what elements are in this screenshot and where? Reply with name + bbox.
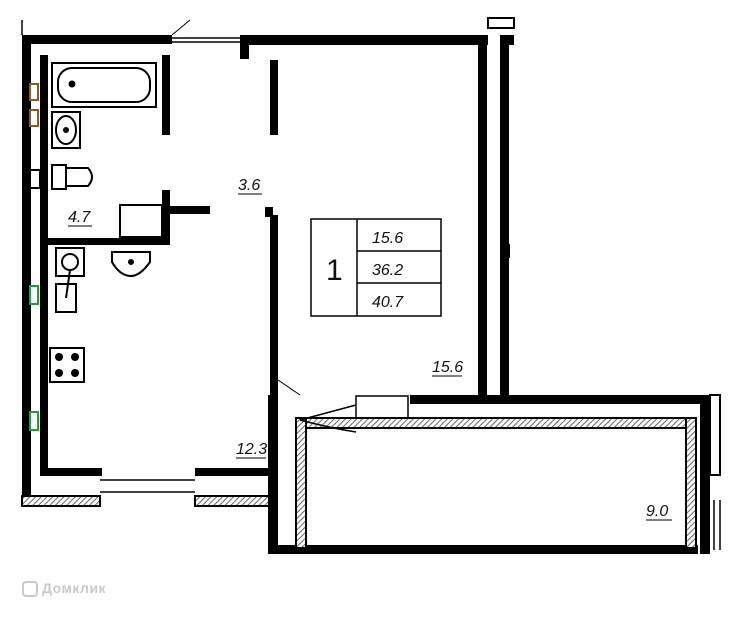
rooms-count: 1 — [326, 254, 343, 287]
total-with-balcony-value: 40.7 — [372, 294, 404, 311]
balcony-parapet — [295, 417, 697, 549]
room-label-bathroom: 4.7 — [68, 209, 91, 226]
door-swings — [171, 19, 301, 396]
hallway-sink — [111, 251, 151, 278]
bathroom-sink — [51, 111, 81, 149]
washing-machine — [119, 204, 163, 238]
watermark-text: Домклик — [42, 580, 107, 596]
room-label-balcony: 9.0 — [646, 503, 668, 520]
outlets — [29, 83, 510, 431]
stove — [49, 347, 85, 383]
room-label-living-room: 15.6 — [432, 359, 463, 376]
toilet — [51, 164, 93, 190]
area-summary-table — [310, 218, 442, 317]
bathtub — [51, 62, 157, 108]
room-label-kitchen: 12.3 — [236, 441, 267, 458]
total-area-value: 36.2 — [372, 262, 403, 279]
balcony-door — [299, 395, 409, 433]
living-area-value: 15.6 — [372, 230, 403, 247]
windows — [21, 20, 721, 550]
logo-icon — [22, 581, 38, 598]
kitchen-sink — [55, 247, 85, 313]
room-label-hallway: 3.6 — [238, 177, 260, 194]
watermark: Домклик — [22, 580, 107, 598]
walls — [21, 17, 721, 554]
